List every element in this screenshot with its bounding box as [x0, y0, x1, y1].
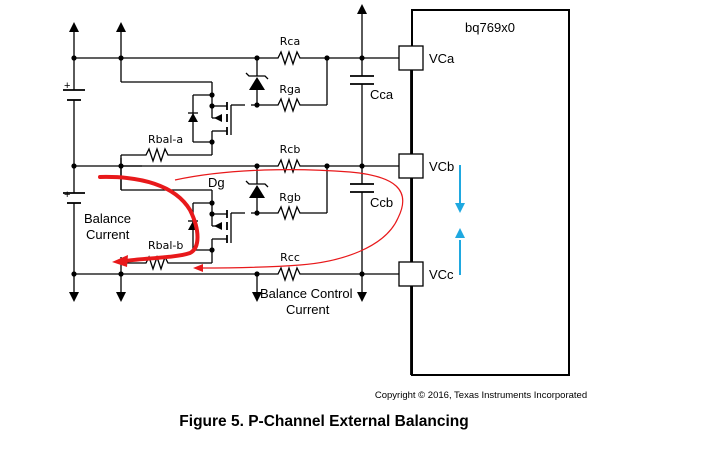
ic-name: bq769x0	[465, 20, 515, 35]
up-arrow-icon	[116, 22, 126, 32]
mosfet-a-arrow-icon	[214, 114, 222, 122]
balance-control-label-2: Current	[286, 302, 330, 317]
balance-current-label-2: Current	[86, 227, 130, 242]
body-diode-a	[188, 112, 198, 122]
label-rbal-b: Rbal-b	[148, 239, 183, 252]
voltage-direction-arrows	[455, 165, 465, 275]
junction-dots	[71, 55, 365, 277]
battery-plus-b: +	[64, 189, 70, 201]
resistor-rbal-a	[142, 146, 176, 164]
pin-vcc: VCc	[398, 261, 454, 287]
down-arrow-icon	[357, 292, 367, 302]
label-rcc: Rcc	[280, 251, 300, 264]
resistor-rgb	[274, 204, 306, 222]
label-rgb: Rgb	[279, 191, 301, 204]
pin-vca: VCa	[398, 45, 455, 71]
red-arrowhead-icon	[112, 255, 128, 267]
down-arrow-icon	[69, 292, 79, 302]
pin-vcb: VCb	[398, 153, 454, 179]
battery-cell-b: +	[63, 189, 85, 204]
label-rbal-a: Rbal-a	[148, 133, 183, 146]
pin-label-vcc: VCc	[429, 267, 454, 282]
label-rca: Rca	[280, 35, 300, 48]
resistor-rga	[274, 96, 306, 114]
pin-label-vcb: VCb	[429, 159, 454, 174]
capacitor-ccb	[350, 183, 374, 193]
ground-arrows	[69, 292, 367, 302]
balance-current-path	[98, 174, 200, 267]
capacitor-cca	[350, 75, 374, 85]
blue-down-arrow-icon	[455, 203, 465, 213]
zener-diode-a	[245, 72, 269, 90]
balance-control-path	[174, 169, 404, 272]
copyright-notice: Copyright © 2016, Texas Instruments Inco…	[375, 390, 587, 401]
balance-current-label-1: Balance	[84, 211, 131, 226]
label-cca: Cca	[370, 87, 394, 102]
balance-control-label-1: Balance Control	[260, 286, 353, 301]
ic-body	[411, 9, 570, 376]
down-arrow-icon	[252, 292, 262, 302]
resistors	[142, 49, 306, 283]
resistor-rcc	[274, 265, 306, 283]
pin-label-vca: VCa	[429, 51, 455, 66]
resistor-rca	[274, 49, 306, 67]
red-thin-arrowhead-icon	[193, 264, 203, 272]
resistor-rcb	[274, 157, 306, 175]
battery-plus-a: +	[64, 80, 70, 92]
up-arrow-icon	[69, 22, 79, 32]
figure-title: Figure 5. P-Channel External Balancing	[179, 413, 468, 430]
label-rcb: Rcb	[280, 143, 301, 156]
label-rga: Rga	[279, 83, 300, 96]
label-dg: Dg	[208, 175, 225, 190]
blue-up-arrow-icon	[455, 228, 465, 238]
up-arrow-icon	[357, 4, 367, 14]
battery-cell-a: +	[63, 80, 85, 101]
label-ccb: Ccb	[370, 195, 393, 210]
zener-diode-b	[245, 180, 269, 198]
supply-arrows	[69, 4, 367, 32]
down-arrow-icon	[116, 292, 126, 302]
mosfet-b-arrow-icon	[214, 222, 222, 230]
